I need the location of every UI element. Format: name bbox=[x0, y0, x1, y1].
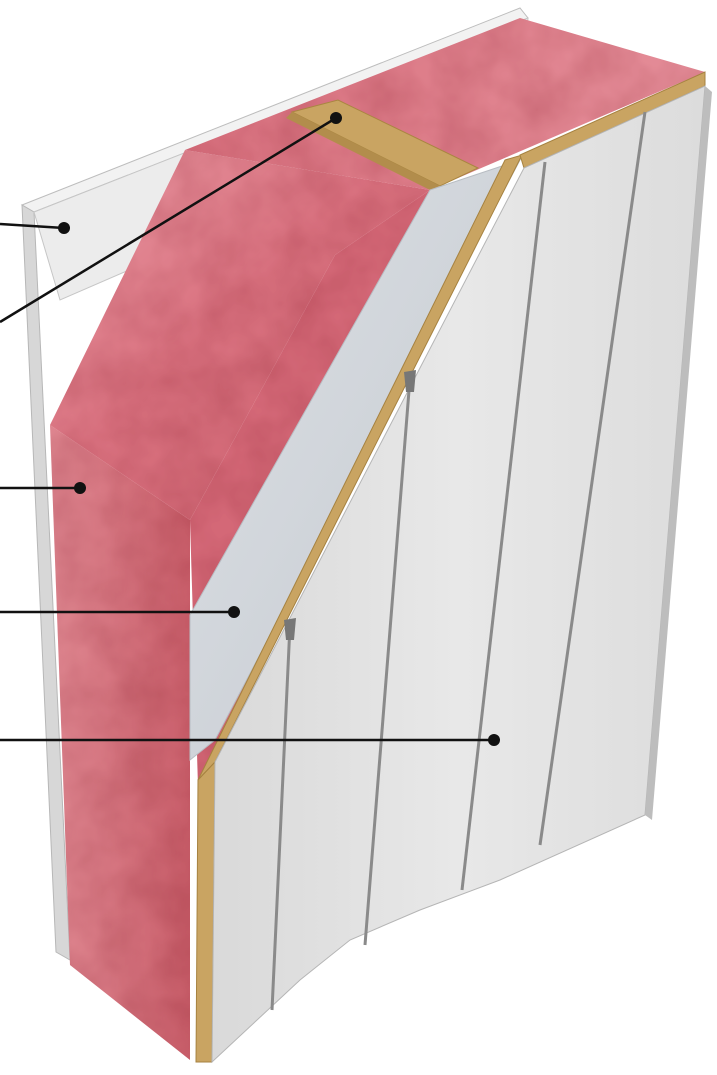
wall-assembly-diagram bbox=[0, 0, 717, 1075]
